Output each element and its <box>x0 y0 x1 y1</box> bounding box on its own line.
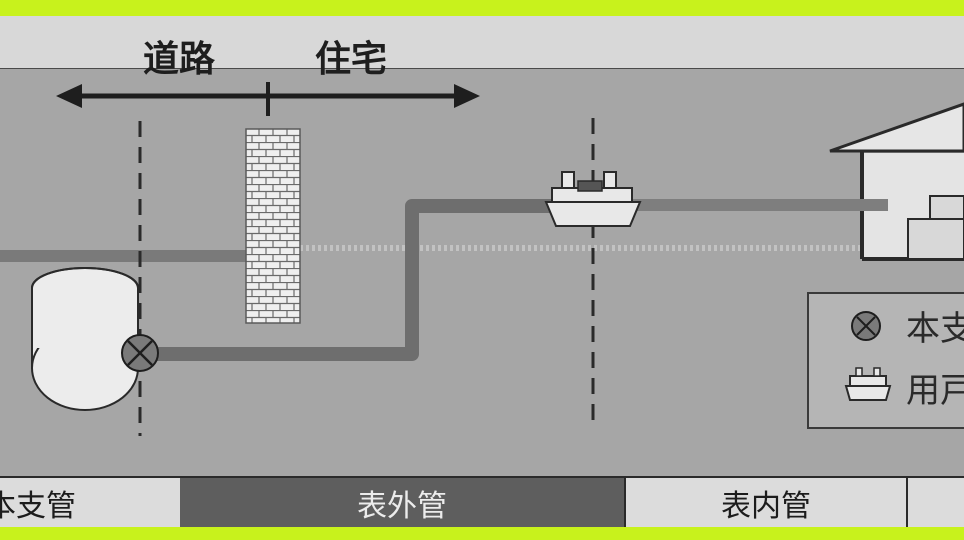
section-bar: 本支管 表外管 表内管 <box>0 476 964 527</box>
diagram-canvas: 道路 住宅 <box>0 16 964 436</box>
water-meter-icon <box>544 171 642 227</box>
road-label: 道路 <box>143 39 216 80</box>
boundary-arrow <box>56 82 480 116</box>
header-band <box>0 16 964 68</box>
stop-valve-icon <box>121 334 159 372</box>
legend-meter-icon <box>844 367 892 401</box>
residence-label: 住宅 <box>315 38 387 80</box>
section-main-label: 本支管 <box>0 488 76 524</box>
legend-item-label: 用戸 <box>906 371 964 411</box>
pipe-diagram: 道路 住宅 <box>0 16 964 527</box>
section-inner-label: 表内管 <box>721 488 811 524</box>
service-pipe-outer <box>140 199 560 361</box>
legend: 本支 用戸 <box>807 292 964 429</box>
section-outer-label: 表外管 <box>357 488 447 524</box>
legend-valve-icon <box>851 311 881 341</box>
section-main-pipe: 本支管 <box>0 476 180 527</box>
section-inner-pipe: 表内管 <box>624 476 906 527</box>
house-icon <box>829 102 964 261</box>
section-extra <box>906 476 964 527</box>
boundary-wall <box>245 128 301 324</box>
legend-item-label: 本支 <box>906 309 964 349</box>
section-outer-pipe: 表外管 <box>180 476 624 527</box>
main-pipe-cylinder <box>31 267 139 411</box>
